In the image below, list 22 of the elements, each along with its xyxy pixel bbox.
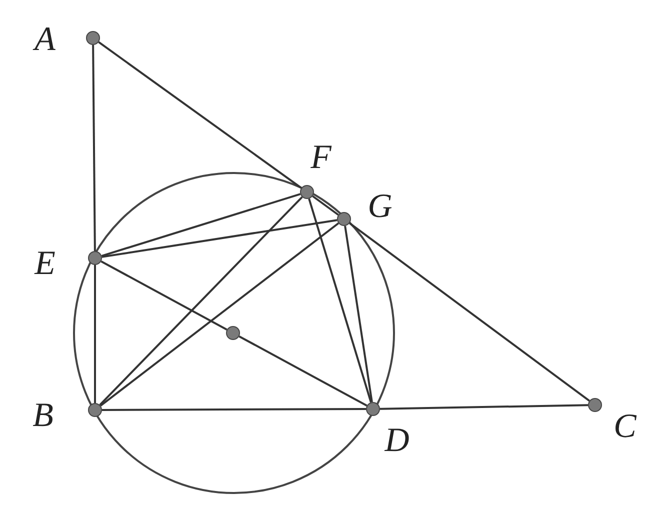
line-segment — [308, 198, 372, 403]
point-label: G — [367, 189, 393, 225]
line-segment — [100, 260, 228, 331]
line-segment — [100, 222, 340, 407]
point-label: F — [310, 140, 333, 176]
line-segment — [312, 195, 339, 216]
line-segment — [92, 45, 96, 251]
point-label: A — [32, 22, 56, 58]
line-segment — [238, 335, 368, 407]
point-label: C — [612, 409, 638, 445]
point-label: B — [32, 398, 54, 434]
line-segment — [102, 219, 338, 258]
line-segment — [380, 404, 588, 410]
line-segment — [349, 222, 590, 402]
line-segment — [98, 41, 302, 189]
point-label: E — [33, 246, 56, 282]
line-segment — [94, 265, 96, 403]
line-segment — [102, 408, 366, 411]
line-segment — [99, 196, 303, 406]
line-segment — [344, 226, 373, 402]
point-label: D — [384, 423, 410, 459]
line-segment — [101, 193, 301, 257]
